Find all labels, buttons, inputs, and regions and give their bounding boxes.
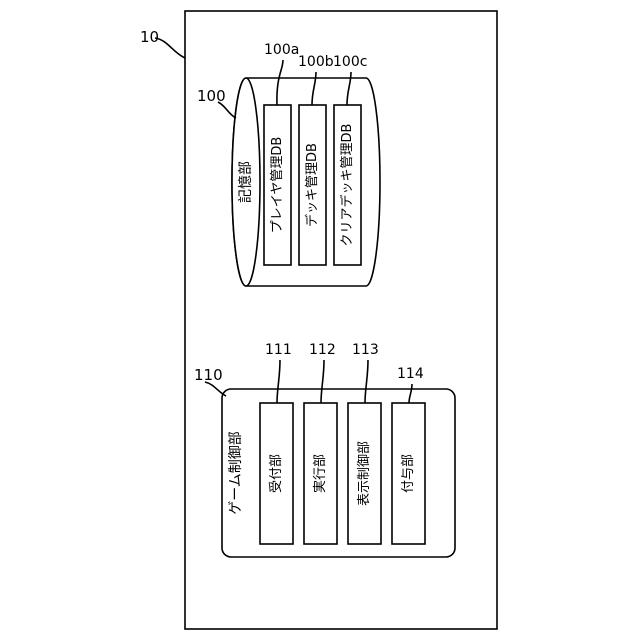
storage-label: 記憶部 <box>237 161 254 203</box>
storage-ref: 100 <box>197 87 226 105</box>
db-box-player: プレイヤ管理DB <box>264 105 291 265</box>
unit-ref-receive: 111 <box>265 342 292 358</box>
db-label-deck: デッキ管理DB <box>304 143 320 227</box>
db-ref-player: 100a <box>264 42 299 58</box>
system-ref: 10 <box>140 28 159 46</box>
unit-box-receive: 受付部 <box>260 403 293 544</box>
unit-label-execute: 実行部 <box>312 454 328 493</box>
unit-box-display-control: 表示制御部 <box>348 403 381 544</box>
system-ref-leader <box>155 38 185 58</box>
db-box-clear-deck: クリアデッキ管理DB <box>334 105 361 265</box>
db-ref-deck: 100b <box>298 54 334 70</box>
unit-label-receive: 受付部 <box>269 454 284 493</box>
db-ref-clear-deck: 100c <box>333 54 367 70</box>
unit-label-display-control: 表示制御部 <box>357 441 372 506</box>
unit-ref-grant: 114 <box>397 366 424 382</box>
controller-label: ゲーム制御部 <box>228 431 244 515</box>
db-box-deck: デッキ管理DB <box>299 105 326 265</box>
unit-ref-display-control: 113 <box>352 342 379 358</box>
unit-label-grant: 付与部 <box>401 454 416 493</box>
unit-box-execute: 実行部 <box>304 403 337 544</box>
unit-box-grant: 付与部 <box>392 403 425 544</box>
db-label-clear-deck: クリアデッキ管理DB <box>339 124 355 247</box>
controller-ref: 110 <box>194 366 223 384</box>
unit-ref-execute: 112 <box>309 342 336 358</box>
db-label-player: プレイヤ管理DB <box>270 137 285 234</box>
